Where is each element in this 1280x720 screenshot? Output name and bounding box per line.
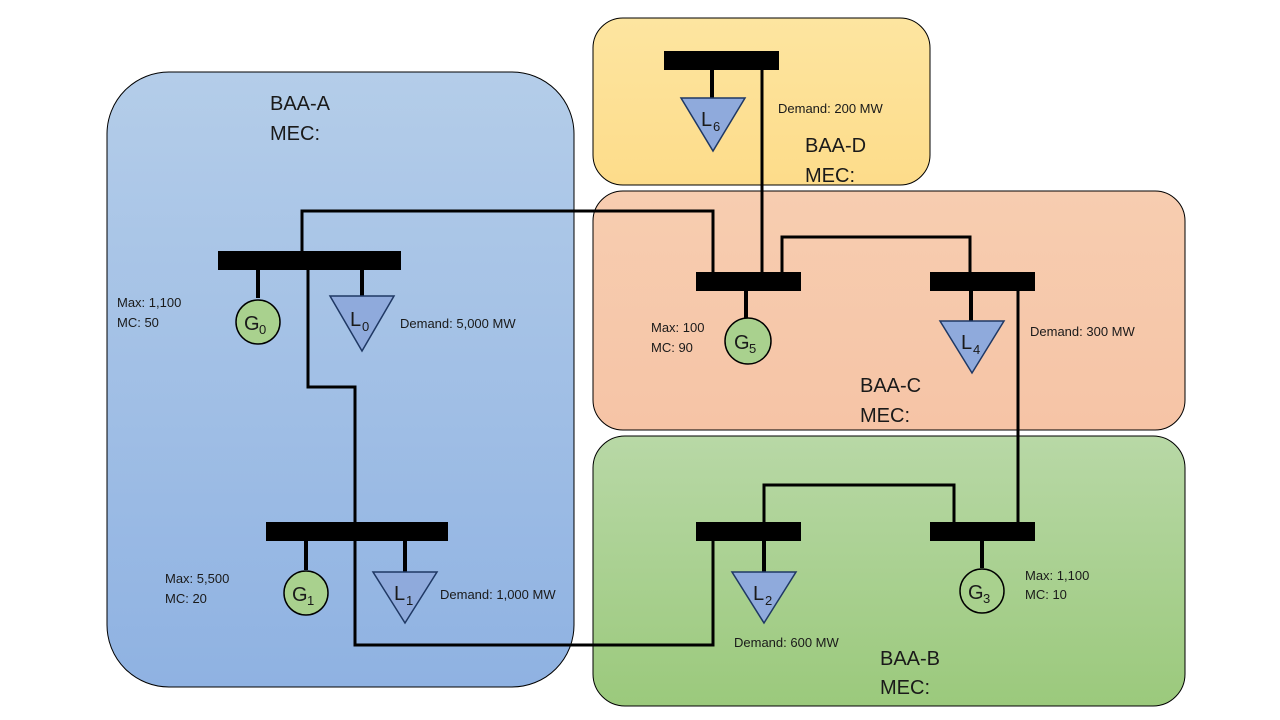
generator-g5-mc: MC: 90	[651, 340, 693, 355]
generator-g5-letter: G	[734, 332, 750, 354]
generator-g1: G 1	[283, 570, 329, 616]
area-c-region	[592, 190, 1186, 431]
generator-g5-sub: 5	[749, 341, 756, 356]
generator-g1-max: Max: 5,500	[165, 571, 229, 586]
load-l0: L 0	[328, 295, 396, 353]
load-l2-sub: 2	[765, 593, 772, 608]
generator-g0-letter: G	[244, 313, 260, 335]
load-l4-letter: L	[961, 332, 972, 354]
generator-g3-max: Max: 1,100	[1025, 568, 1089, 583]
line-bus0-bus1	[306, 261, 357, 522]
load-l1-demand: Demand: 1,000 MW	[440, 587, 556, 602]
area-a-region	[106, 71, 575, 688]
generator-g0-sub: 0	[259, 322, 266, 337]
area-c-mec: MEC:	[860, 405, 910, 427]
bus-0	[218, 251, 401, 270]
load-l6-sub: 6	[713, 119, 720, 134]
area-b-name: BAA-B	[880, 648, 940, 670]
generator-g0: G 0	[235, 299, 281, 345]
line-bus5-bus4	[780, 235, 972, 272]
load-l2: L 2	[730, 571, 798, 625]
bus-6	[664, 51, 779, 70]
area-d-name: BAA-D	[805, 135, 866, 157]
load-l0-letter: L	[350, 309, 361, 331]
load-l2-letter: L	[753, 583, 764, 605]
load-l0-sub: 0	[362, 319, 369, 334]
generator-g3-mc: MC: 10	[1025, 587, 1067, 602]
line-bus2-bus3	[762, 483, 956, 522]
load-l6-letter: L	[701, 109, 712, 131]
area-b-mec: MEC:	[880, 677, 930, 699]
generator-g3-letter: G	[968, 582, 984, 604]
load-l4-sub: 4	[973, 342, 980, 357]
load-l4-demand: Demand: 300 MW	[1030, 324, 1135, 339]
load-l2-demand: Demand: 600 MW	[734, 635, 839, 650]
area-b-region	[592, 435, 1186, 707]
area-a-name: BAA-A	[270, 93, 331, 115]
line-bus1-bus2	[353, 531, 715, 647]
bus-4	[930, 272, 1035, 291]
load-l1: L 1	[371, 571, 439, 625]
generator-g1-mc: MC: 20	[165, 591, 207, 606]
area-a-mec: MEC:	[270, 123, 320, 145]
load-l1-sub: 1	[406, 593, 413, 608]
load-l6: L 6	[679, 97, 747, 153]
generator-g0-max: Max: 1,100	[117, 295, 181, 310]
generator-g1-letter: G	[292, 584, 308, 606]
line-bus0-bus5	[300, 209, 715, 272]
generator-g3: G 3	[959, 568, 1005, 614]
load-l0-demand: Demand: 5,000 MW	[400, 316, 516, 331]
generator-g3-sub: 3	[983, 591, 990, 606]
load-l4: L 4	[938, 320, 1006, 375]
bus-5	[696, 272, 801, 291]
bus-3	[930, 522, 1035, 541]
bus-1	[266, 522, 448, 541]
area-d-mec: MEC:	[805, 165, 855, 187]
load-l1-letter: L	[394, 583, 405, 605]
area-c-name: BAA-C	[860, 375, 921, 397]
generator-g1-sub: 1	[307, 593, 314, 608]
bus-2	[696, 522, 801, 541]
generator-g5: G 5	[724, 317, 772, 365]
load-l6-demand: Demand: 200 MW	[778, 101, 883, 116]
generator-g5-max: Max: 100	[651, 320, 704, 335]
generator-g0-mc: MC: 50	[117, 315, 159, 330]
